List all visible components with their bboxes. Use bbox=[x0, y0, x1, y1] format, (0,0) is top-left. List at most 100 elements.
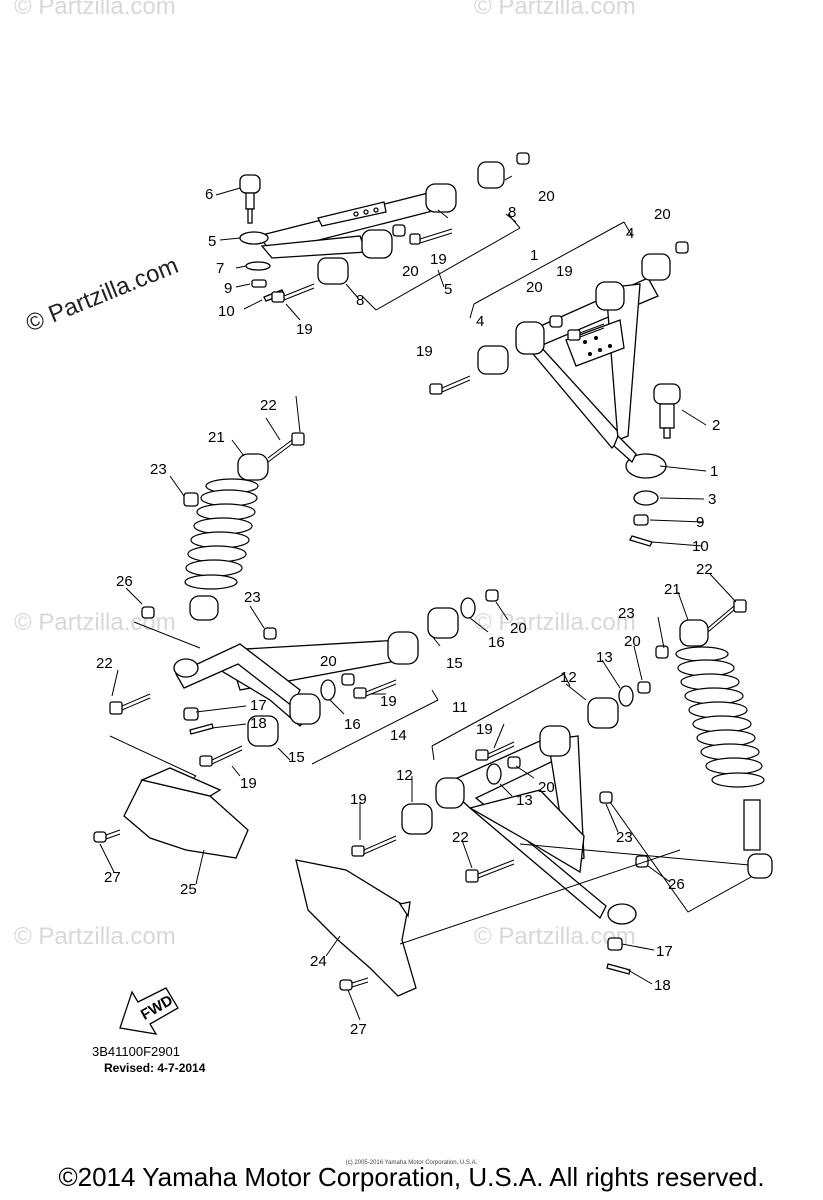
callout-17: 17 bbox=[656, 943, 673, 960]
nut-23 bbox=[599, 791, 613, 804]
callout-20: 20 bbox=[624, 633, 641, 650]
callout-19: 19 bbox=[416, 343, 433, 360]
callout-23: 23 bbox=[150, 461, 167, 478]
bushing-4 bbox=[477, 253, 671, 375]
callout-20: 20 bbox=[538, 779, 555, 796]
callout-22: 22 bbox=[696, 561, 713, 578]
upper-arm-left bbox=[239, 174, 457, 302]
nut-23 bbox=[263, 627, 277, 640]
nut-23 bbox=[655, 645, 669, 659]
bolt-22 bbox=[707, 599, 747, 633]
callout-leaders bbox=[99, 175, 737, 1021]
callout-8: 8 bbox=[356, 292, 364, 309]
lower-arm-right bbox=[435, 725, 637, 925]
callout-19: 19 bbox=[240, 775, 257, 792]
callout-13: 13 bbox=[596, 649, 613, 666]
nut-20 bbox=[392, 152, 530, 237]
callout-22: 22 bbox=[260, 397, 277, 414]
callout-13: 13 bbox=[516, 792, 533, 809]
callout-1: 1 bbox=[710, 463, 718, 480]
guard-25 bbox=[93, 767, 249, 859]
callout-9: 9 bbox=[224, 280, 232, 297]
callout-14: 14 bbox=[390, 727, 407, 744]
callout-23: 23 bbox=[244, 589, 261, 606]
nut-20 bbox=[507, 681, 651, 769]
callout-22: 22 bbox=[96, 655, 113, 672]
nut-20 bbox=[341, 589, 499, 686]
callout-5: 5 bbox=[444, 281, 452, 298]
callout-21: 21 bbox=[664, 581, 681, 598]
callout-21: 21 bbox=[208, 429, 225, 446]
callout-23: 23 bbox=[616, 829, 633, 846]
callout-10: 10 bbox=[692, 538, 709, 555]
callout-8: 8 bbox=[508, 204, 516, 221]
copyright-footer: ©2014 Yamaha Motor Corporation, U.S.A. A… bbox=[58, 1162, 765, 1192]
watermark-text: © Partzilla.com bbox=[14, 0, 176, 20]
nut-27 bbox=[141, 606, 155, 619]
group-bracket-11 bbox=[431, 673, 571, 761]
callout-26: 27 bbox=[350, 1021, 367, 1038]
fwd-arrow: FWD bbox=[119, 987, 179, 1035]
callout-15: 15 bbox=[446, 655, 463, 672]
callout-18: 18 bbox=[654, 977, 671, 994]
watermark-text: © Partzilla.com bbox=[14, 923, 176, 950]
callout-4: 4 bbox=[476, 313, 484, 330]
bolt-22 bbox=[465, 859, 515, 883]
callout-27: 26 bbox=[668, 876, 685, 893]
washer-16 bbox=[320, 597, 476, 701]
small-copyright: (c) 2005-2016 Yamaha Motor Corporation, … bbox=[345, 1160, 478, 1166]
callout-16: 16 bbox=[344, 716, 361, 733]
callout-1: 1 bbox=[530, 247, 538, 264]
shock-absorber-right bbox=[675, 619, 773, 879]
upper-arm-right bbox=[515, 277, 681, 547]
callout-20: 20 bbox=[320, 653, 337, 670]
diagram-code: 3B41100F2901 bbox=[92, 1044, 180, 1059]
bushing-12 bbox=[401, 697, 619, 835]
watermark-text: © Partzilla.com bbox=[474, 0, 636, 20]
lower-arm-left bbox=[173, 631, 419, 727]
watermark-side-text: © Partzilla.com bbox=[22, 252, 182, 338]
callout-5: 5 bbox=[208, 233, 216, 250]
callout-22: 22 bbox=[452, 829, 469, 846]
callout-20: 20 bbox=[402, 263, 419, 280]
callout-16: 16 bbox=[488, 634, 505, 651]
callout-19: 19 bbox=[556, 263, 573, 280]
bushing-8 bbox=[317, 161, 505, 285]
group-bracket-1 bbox=[469, 221, 633, 319]
callout-4: 4 bbox=[626, 225, 634, 242]
callout-11: 11 bbox=[452, 699, 468, 716]
nut-17 bbox=[183, 707, 199, 721]
callout-labels: 6 5 7 9 10 19 8 5 20 19 8 20 1 4 20 19 2… bbox=[96, 186, 720, 1038]
callout-17: 17 bbox=[250, 697, 267, 714]
callout-2: 2 bbox=[712, 417, 720, 434]
callout-20: 20 bbox=[526, 279, 543, 296]
callout-19: 19 bbox=[430, 251, 447, 268]
watermark-text: © Partzilla.com bbox=[474, 609, 636, 636]
callout-20: 20 bbox=[654, 206, 671, 223]
callout-19: 19 bbox=[296, 321, 313, 338]
nut-23 bbox=[183, 492, 199, 507]
washer-13 bbox=[486, 685, 634, 785]
callout-26: 27 bbox=[104, 869, 121, 886]
shock-spring-left bbox=[184, 478, 259, 590]
bolt-19 bbox=[271, 228, 453, 303]
callout-19: 19 bbox=[350, 791, 367, 808]
callout-19: 19 bbox=[476, 721, 493, 738]
callout-20: 20 bbox=[510, 620, 527, 637]
bolt-19 bbox=[351, 741, 515, 857]
callout-20: 20 bbox=[538, 188, 555, 205]
callout-27: 26 bbox=[116, 573, 133, 590]
callout-6: 6 bbox=[205, 186, 213, 203]
group-bracket-14 bbox=[109, 689, 439, 777]
callout-7: 7 bbox=[216, 260, 224, 277]
callout-18: 18 bbox=[250, 715, 267, 732]
callout-12: 12 bbox=[560, 669, 577, 686]
bolt-22 bbox=[109, 693, 151, 715]
callout-25: 25 bbox=[180, 881, 197, 898]
revised-date: Revised: 4-7-2014 bbox=[104, 1061, 206, 1075]
cotter-pin-18 bbox=[606, 963, 631, 975]
callout-24: 24 bbox=[310, 953, 327, 970]
guard-24 bbox=[295, 859, 417, 997]
callout-19: 19 bbox=[380, 693, 397, 710]
